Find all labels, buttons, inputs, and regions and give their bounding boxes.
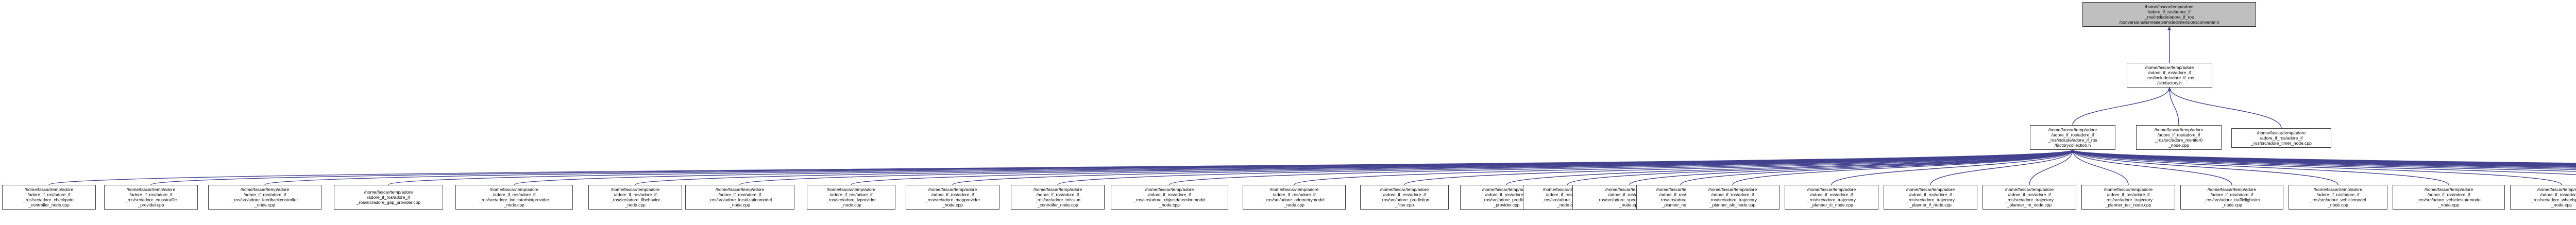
graph-node-adore_timer_node[interactable]: /home/fascar/temp/adore /adore_if_ros/ad… xyxy=(2231,128,2331,148)
graph-node-adore_objectdetectionmodel_node[interactable]: /home/fascar/temp/adore /adore_if_ros/ad… xyxy=(1111,185,1228,210)
graph-node-adore_monitor0_node[interactable]: /home/fascar/temp/adore /adore_if_ros/ad… xyxy=(2136,125,2222,150)
graph-node-adore_prediction_filter[interactable]: /home/fascar/temp/adore /adore_if_ros/ad… xyxy=(1360,185,1449,210)
graph-node-root[interactable]: /home/fascar/temp/adore /adore_if_ros/ad… xyxy=(2082,2,2256,27)
graph-node-label: /home/fascar/temp/adore /adore_if_ros/ad… xyxy=(925,186,980,208)
graph-node-adore_trafficlightsim_node[interactable]: /home/fascar/temp/adore /adore_if_ros/ad… xyxy=(2180,185,2283,210)
graph-node-label: /home/fascar/temp/adore /adore_if_ros/ad… xyxy=(1656,186,1705,208)
graph-node-adore_mission_controller_node[interactable]: /home/fascar/temp/adore /adore_if_ros/ad… xyxy=(1011,185,1105,210)
graph-node-label: /home/fascar/temp/adore /adore_if_ros/ad… xyxy=(1482,186,1531,208)
graph-node-label: /home/fascar/temp/adore /adore_if_ros/ad… xyxy=(2204,186,2260,208)
graph-node-adore_odometrymodel_node[interactable]: /home/fascar/temp/adore /adore_if_ros/ad… xyxy=(1243,185,1346,210)
graph-node-label: /home/fascar/temp/adore /adore_if_ros/ad… xyxy=(231,186,298,208)
graph-node-label: /home/fascar/temp/adore /adore_if_ros/ad… xyxy=(1541,186,1593,208)
graph-node-label: /home/fascar/temp/adore /adore_if_ros/ad… xyxy=(356,189,421,205)
graph-node-label: /home/fascar/temp/adore /adore_if_ros/ad… xyxy=(1264,186,1325,208)
graph-node-simfactory[interactable]: /home/fascar/temp/adore /adore_if_ros/ad… xyxy=(2127,63,2212,88)
graph-node-adore_mapprovider_node[interactable]: /home/fascar/temp/adore /adore_if_ros/ad… xyxy=(906,185,999,210)
graph-node-adore_trajectory_planner_lc_node[interactable]: /home/fascar/temp/adore /adore_if_ros/ad… xyxy=(1785,185,1878,210)
graph-node-label: /home/fascar/temp/adore /adore_if_ros/ad… xyxy=(2104,186,2153,208)
graph-node-label: /home/fascar/temp/adore /adore_if_ros/ad… xyxy=(2251,130,2312,146)
graph-node-label: /home/fascar/temp/adore /adore_if_ros/ad… xyxy=(1033,186,1082,208)
graph-node-label: /home/fascar/temp/adore /adore_if_ros/ad… xyxy=(707,186,772,208)
graph-node-label: /home/fascar/temp/adore /adore_if_ros/ad… xyxy=(125,186,177,208)
graph-node-label: /home/fascar/temp/adore /adore_if_ros/ad… xyxy=(826,186,876,208)
graph-node-label: /home/fascar/temp/adore /adore_if_ros/ad… xyxy=(2145,64,2194,86)
graph-node-adore_vehiclemodel_node[interactable]: /home/fascar/temp/adore /adore_if_ros/ad… xyxy=(2289,185,2387,210)
graph-node-label: /home/fascar/temp/adore /adore_if_ros/ad… xyxy=(1133,186,1206,208)
graph-node-label: /home/fascar/temp/adore /adore_if_ros/ad… xyxy=(1380,186,1429,208)
graph-node-adore_crosstraffic_provider[interactable]: /home/fascar/temp/adore /adore_if_ros/ad… xyxy=(104,185,198,210)
graph-node-adore_checkpoint_controller_node[interactable]: /home/fascar/temp/adore /adore_if_ros/ad… xyxy=(2,185,96,210)
graph-node-label: /home/fascar/temp/adore /adore_if_ros/ad… xyxy=(2416,186,2482,208)
graph-node-adore_gap_provider[interactable]: /home/fascar/temp/adore /adore_if_ros/ad… xyxy=(334,185,443,210)
graph-node-adore_trajectory_planner_tac_node[interactable]: /home/fascar/temp/adore /adore_if_ros/ad… xyxy=(2081,185,2175,210)
graph-node-label: /home/fascar/temp/adore /adore_if_ros/ad… xyxy=(1906,186,1955,208)
graph-node-adore_indicatorhintprovider_node[interactable]: /home/fascar/temp/adore /adore_if_ros/ad… xyxy=(455,185,573,210)
graph-node-label: /home/fascar/temp/adore /adore_if_ros/ad… xyxy=(611,186,660,208)
graph-node-label: /home/fascar/temp/adore /adore_if_ros/ad… xyxy=(2310,186,2366,208)
graph-node-adore_wheelspeedsim_node[interactable]: /home/fascar/temp/adore /adore_if_ros/ad… xyxy=(2510,185,2576,210)
graph-node-label: /home/fascar/temp/adore /adore_if_ros/ad… xyxy=(2119,4,2219,25)
graph-node-label: /home/fascar/temp/adore /adore_if_ros/ad… xyxy=(1708,186,1757,208)
graph-node-factorycollection[interactable]: /home/fascar/temp/adore /adore_if_ros/ad… xyxy=(2030,125,2115,150)
graph-node-label: /home/fascar/temp/adore /adore_if_ros/ad… xyxy=(2154,127,2204,148)
graph-node-adore_trajectory_planner_lf_node[interactable]: /home/fascar/temp/adore /adore_if_ros/ad… xyxy=(1884,185,1977,210)
graph-node-adore_lvprovider_node[interactable]: /home/fascar/temp/adore /adore_if_ros/ad… xyxy=(807,185,895,210)
graph-node-adore_localizationmodel_node[interactable]: /home/fascar/temp/adore /adore_if_ros/ad… xyxy=(685,185,794,210)
graph-node-adore_feedbackcontroller_node[interactable]: /home/fascar/temp/adore /adore_if_ros/ad… xyxy=(208,185,321,210)
graph-node-adore_trajectory_planner_alc_node[interactable]: /home/fascar/temp/adore /adore_if_ros/ad… xyxy=(1686,185,1780,210)
graph-node-adore_lfbehavior_node[interactable]: /home/fascar/temp/adore /adore_if_ros/ad… xyxy=(588,185,682,210)
graph-node-label: /home/fascar/temp/adore /adore_if_ros/ad… xyxy=(23,186,75,208)
graph-node-label: /home/fascar/temp/adore /adore_if_ros/ad… xyxy=(2005,186,2054,208)
graph-node-adore_vehiclestatemodel_node[interactable]: /home/fascar/temp/adore /adore_if_ros/ad… xyxy=(2393,185,2505,210)
graph-node-label: /home/fascar/temp/adore /adore_if_ros/ad… xyxy=(1596,186,1663,208)
graph-node-label: /home/fascar/temp/adore /adore_if_ros/ad… xyxy=(2531,186,2576,208)
graph-node-label: /home/fascar/temp/adore /adore_if_ros/ad… xyxy=(2048,127,2097,148)
graph-node-adore_trajectory_planner_lm_node[interactable]: /home/fascar/temp/adore /adore_if_ros/ad… xyxy=(1982,185,2076,210)
graph-node-label: /home/fascar/temp/adore /adore_if_ros/ad… xyxy=(479,186,549,208)
graph-node-label: /home/fascar/temp/adore /adore_if_ros/ad… xyxy=(1807,186,1856,208)
